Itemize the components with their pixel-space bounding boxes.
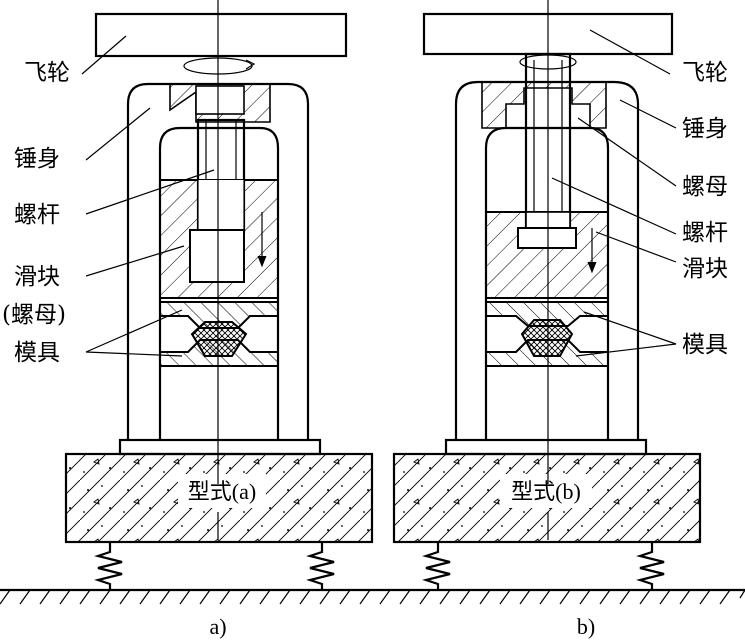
figure-a: 型式(a) 飞轮 锤身 螺杆 滑块 (螺母) 模具 a) (2, 0, 374, 639)
label-screw-rod-b: 螺杆 (682, 220, 728, 246)
label-flywheel-b: 飞轮 (682, 60, 728, 86)
ground (0, 588, 745, 605)
label-slider-b: 滑块 (682, 256, 728, 282)
foundation-a (64, 452, 374, 544)
label-slider-note-a: (螺母) (2, 302, 66, 328)
label-slider-a: 滑块 (14, 264, 60, 290)
label-hammer-body-a: 锤身 (14, 146, 60, 172)
spring-a-left (94, 542, 123, 590)
spring-b-left (422, 542, 451, 590)
label-die-a: 模具 (14, 340, 60, 366)
label-nut-b: 螺母 (682, 174, 728, 200)
label-die-b: 模具 (682, 332, 728, 358)
label-screw-rod-a: 螺杆 (14, 202, 60, 228)
nut-b (481, 81, 607, 129)
label-hammer-body-b: 锤身 (682, 116, 728, 142)
spring-a-right (306, 542, 335, 590)
label-flywheel-a: 飞轮 (24, 60, 70, 86)
base-label-a: 型式(a) (188, 479, 256, 504)
caption-b: b) (577, 614, 595, 639)
base-label-b: 型式(b) (511, 479, 581, 504)
flywheel-a (94, 12, 348, 58)
caption-a: a) (209, 614, 226, 639)
figure-b: 型式(b) 飞轮 锤身 螺母 螺杆 滑块 模具 b) (392, 0, 728, 639)
die-b-upper (485, 301, 609, 327)
spring-b-right (636, 542, 665, 590)
